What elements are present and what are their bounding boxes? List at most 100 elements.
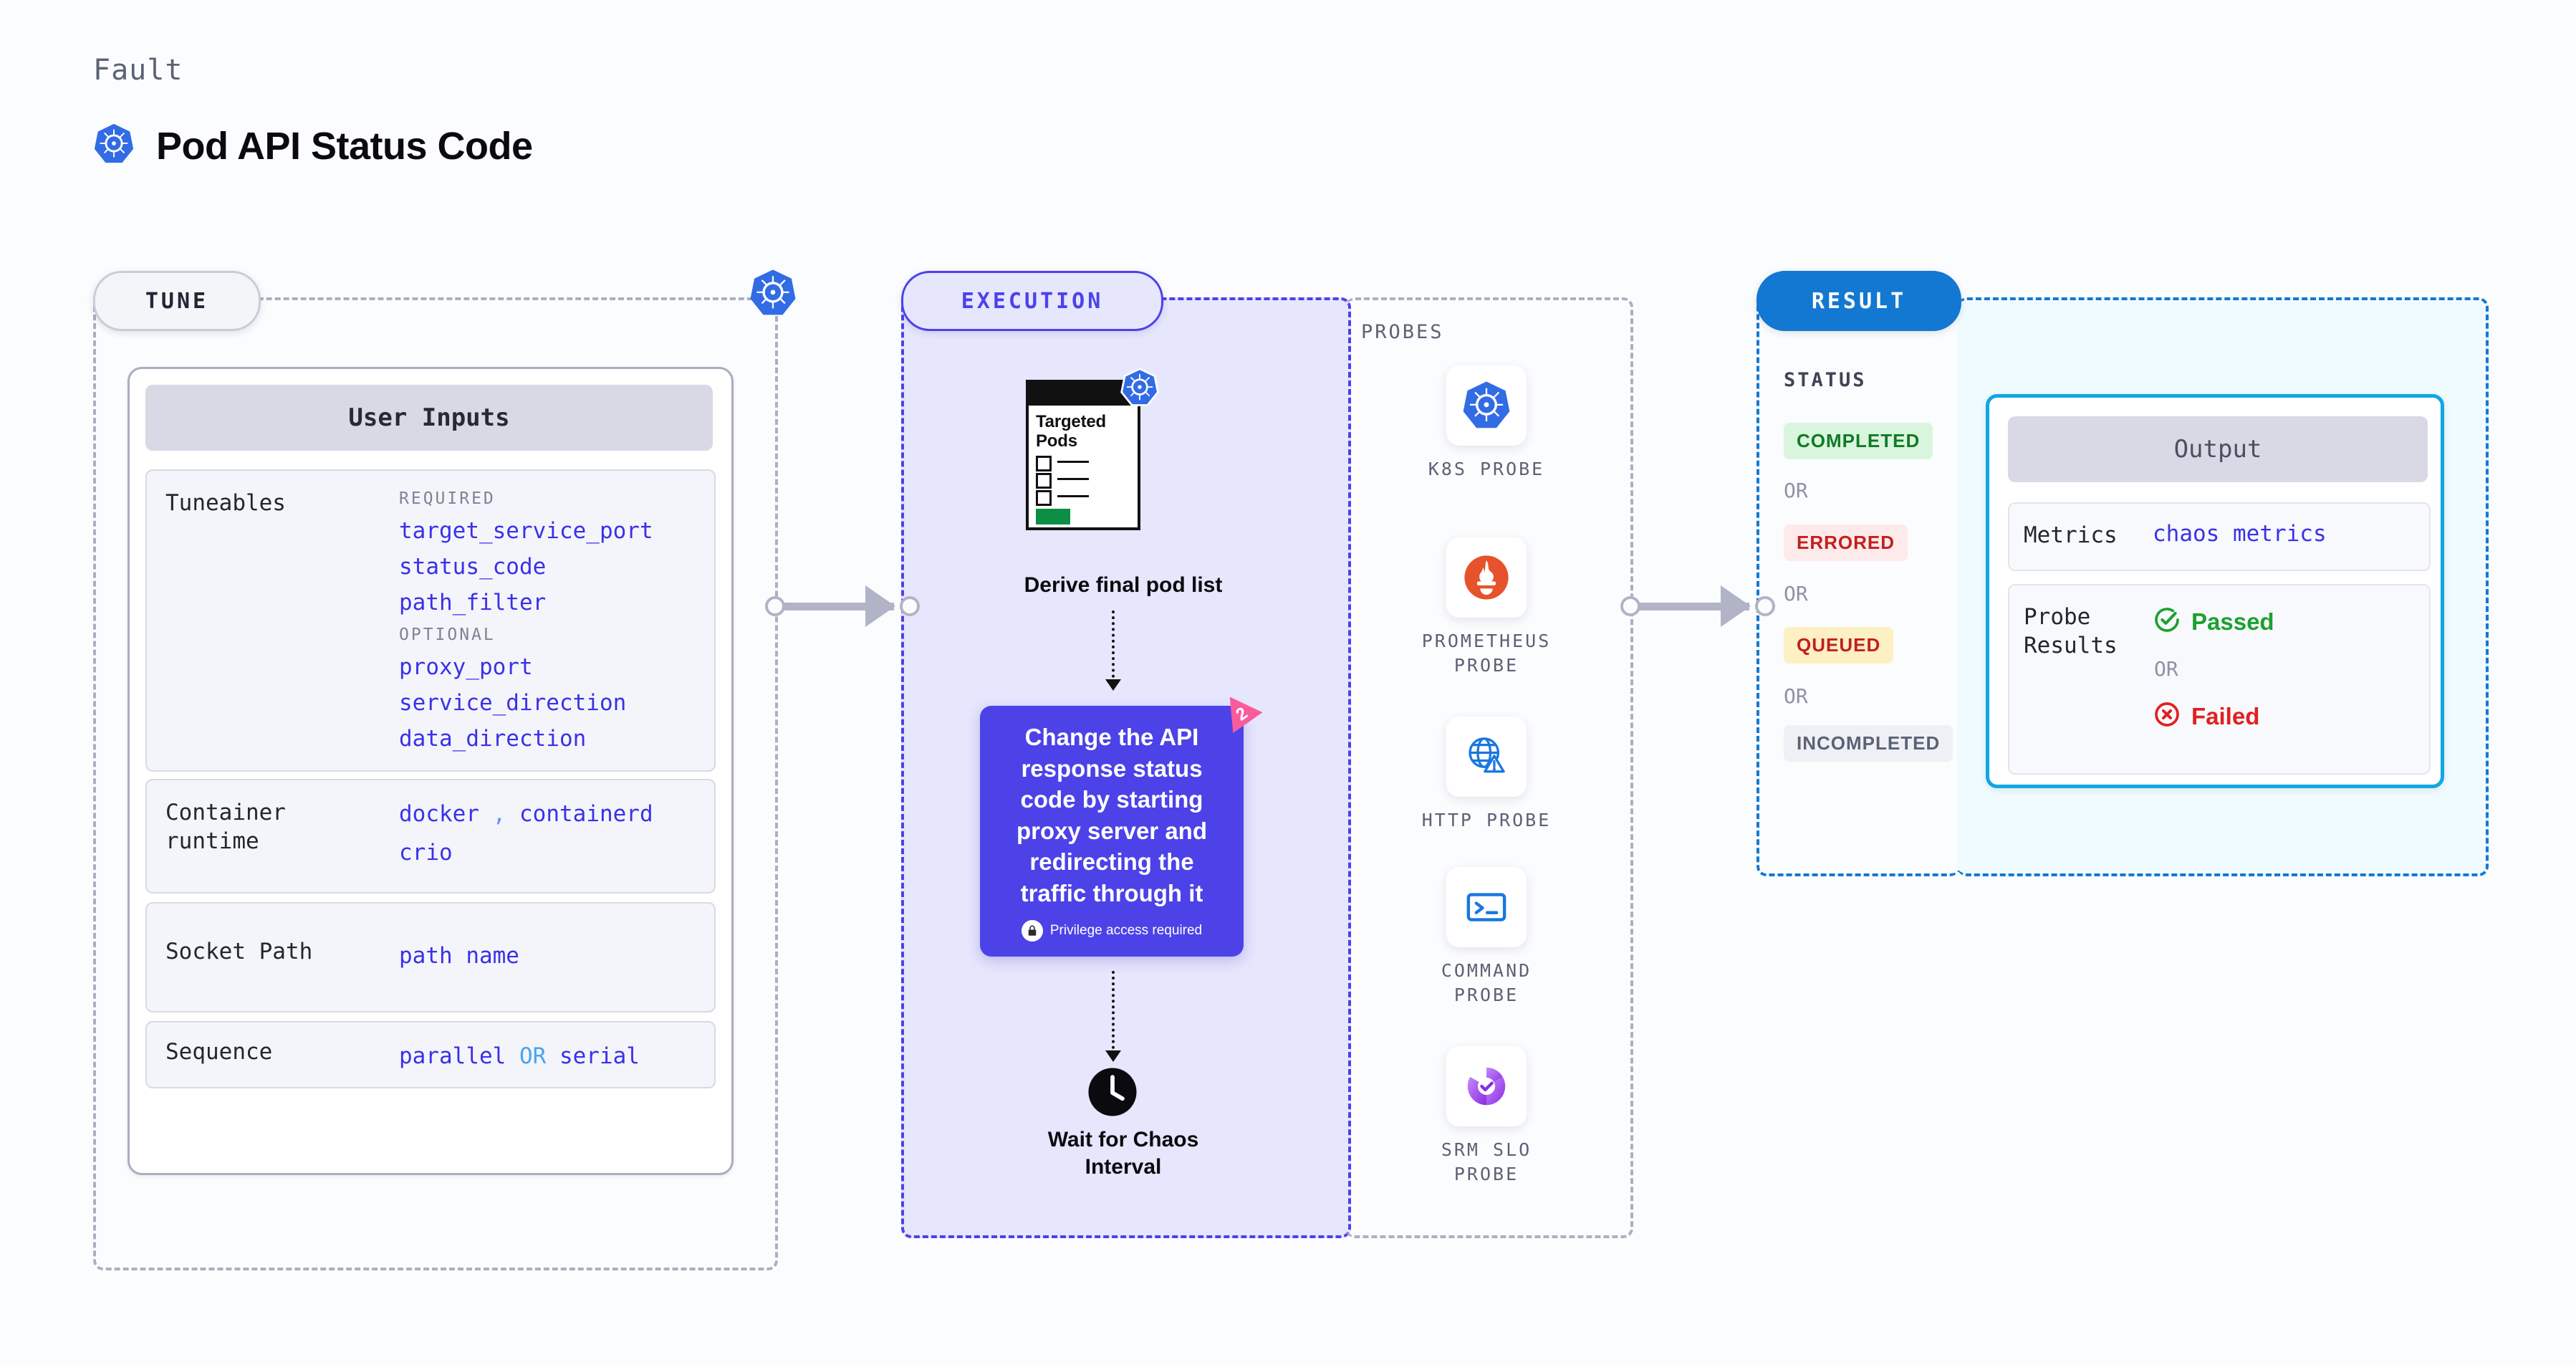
page-title: Pod API Status Code <box>156 124 533 168</box>
derive-final-pod-list-caption: Derive final pod list <box>1024 573 1223 597</box>
status-or-separator: OR <box>1784 684 1808 708</box>
connector-tune-to-execution <box>765 585 920 627</box>
pod-list-item <box>1036 456 1122 471</box>
sequence-parallel[interactable]: parallel <box>399 1043 506 1069</box>
tuneable-target-service-port[interactable]: target_service_port <box>399 518 653 544</box>
runtime-docker[interactable]: docker <box>399 801 479 827</box>
probe-result-failed: Failed <box>2153 700 2259 732</box>
prometheus-icon <box>1446 537 1527 618</box>
optional-label: OPTIONAL <box>399 626 496 644</box>
container-runtime-key-line1: Container <box>165 800 286 825</box>
socket-path-key: Socket Path <box>165 939 313 964</box>
clock-icon <box>1086 1065 1139 1119</box>
probe-result-failed-label: Failed <box>2191 702 2260 729</box>
chaos-action-card: Change the API response status code by s… <box>980 706 1244 957</box>
kubernetes-icon <box>92 122 136 170</box>
probe-result-or-separator: OR <box>2154 657 2178 681</box>
flow-arrow-down-2 <box>1105 971 1121 1062</box>
probes-section-label: PROBES <box>1361 321 1444 343</box>
probe-results-key-line2: Results <box>2024 633 2118 659</box>
sequence-serial[interactable]: serial <box>559 1043 640 1069</box>
status-section-label: STATUS <box>1784 369 1867 391</box>
container-runtime-box: Container runtime docker , containerd cr… <box>145 779 716 894</box>
status-badge-queued: QUEUED <box>1784 627 1894 664</box>
output-title: Output <box>2008 416 2428 482</box>
tuneable-data-direction[interactable]: data_direction <box>399 726 587 752</box>
container-runtime-key: Container runtime <box>165 799 286 856</box>
output-card: Output Metrics chaos metrics Probe Resul… <box>1986 394 2444 788</box>
status-badge-completed: COMPLETED <box>1784 423 1933 459</box>
user-inputs-title: User Inputs <box>145 385 713 451</box>
connector-execution-to-result <box>1620 585 1775 627</box>
socket-path-value[interactable]: path name <box>399 943 519 969</box>
probe-command[interactable]: COMMAND PROBE <box>1400 867 1572 1007</box>
probe-result-passed-label: Passed <box>2191 608 2274 635</box>
probe-srm-slo[interactable]: SRM SLO PROBE <box>1400 1046 1572 1187</box>
targeted-pods-document: Targeted Pods <box>1026 380 1140 530</box>
probe-label-k8s: K8S PROBE <box>1428 459 1545 479</box>
wait-for-chaos-interval-caption: Wait for Chaos Interval <box>930 1126 1317 1180</box>
stage-pill-execution[interactable]: EXECUTION <box>901 271 1163 331</box>
check-circle-icon <box>2153 605 2181 638</box>
required-label: REQUIRED <box>399 489 496 508</box>
sequence-values: parallel OR serial <box>399 1038 640 1075</box>
probe-k8s[interactable]: K8S PROBE <box>1400 365 1572 482</box>
tuneables-box: Tuneables REQUIRED target_service_port s… <box>145 469 716 772</box>
kubernetes-icon <box>1446 365 1527 446</box>
status-or-separator: OR <box>1784 479 1808 502</box>
tuneable-service-direction[interactable]: service_direction <box>399 690 627 716</box>
x-circle-icon <box>2153 700 2181 732</box>
sequence-box: Sequence parallel OR serial <box>145 1021 716 1088</box>
probe-label-http: HTTP PROBE <box>1421 810 1552 830</box>
status-badge-incompleted: INCOMPLETED <box>1784 725 1953 762</box>
probe-label-command-line2: PROBE <box>1453 984 1519 1005</box>
status-badge-errored: ERRORED <box>1784 525 1908 561</box>
privilege-access-label: Privilege access required <box>1049 923 1203 939</box>
probe-prometheus[interactable]: PROMETHEUS PROBE <box>1400 537 1572 678</box>
pod-list-item <box>1036 490 1122 506</box>
fault-title-row: Pod API Status Code <box>92 122 533 170</box>
terminal-icon <box>1446 867 1527 947</box>
sequence-key: Sequence <box>165 1039 273 1065</box>
wait-caption-line1: Wait for Chaos <box>1047 1128 1199 1151</box>
tune-panel <box>93 297 778 1270</box>
metrics-value[interactable]: chaos metrics <box>2153 521 2327 547</box>
tuneables-values: REQUIRED target_service_port status_code… <box>399 485 700 762</box>
probe-label-srm-slo-line1: SRM SLO <box>1441 1139 1532 1160</box>
probes-panel <box>1345 297 1633 1238</box>
probe-label-prometheus-line2: PROBE <box>1453 654 1519 676</box>
kubernetes-icon <box>1119 367 1160 408</box>
metrics-key: Metrics <box>2024 522 2118 548</box>
targeted-pods-title-line1: Targeted <box>1036 412 1106 431</box>
probe-results-key-line1: Probe <box>2024 604 2091 630</box>
tuneable-status-code[interactable]: status_code <box>399 554 547 580</box>
probe-results-box: Probe Results Passed OR Failed <box>2008 584 2431 775</box>
runtime-containerd[interactable]: containerd <box>519 801 653 827</box>
runtime-crio[interactable]: crio <box>399 840 453 866</box>
tuneable-path-filter[interactable]: path_filter <box>399 590 547 616</box>
targeted-pods-title-line2: Pods <box>1036 431 1077 451</box>
pod-status-bar <box>1036 509 1070 525</box>
privilege-access-note: Privilege access required <box>1021 920 1203 942</box>
socket-path-box: Socket Path path name <box>145 902 716 1012</box>
chaos-action-text: Change the API response status code by s… <box>1017 724 1207 906</box>
srm-slo-icon <box>1446 1046 1527 1126</box>
probe-http[interactable]: HTTP PROBE <box>1400 717 1572 833</box>
status-or-separator: OR <box>1784 582 1808 605</box>
probe-result-passed: Passed <box>2153 605 2274 638</box>
stage-pill-result[interactable]: RESULT <box>1756 271 1961 331</box>
runtime-separator: , <box>492 801 506 827</box>
wait-caption-line2: Interval <box>1085 1154 1162 1179</box>
sequence-or: OR <box>519 1043 547 1069</box>
flow-arrow-down-1 <box>1105 610 1121 691</box>
probe-label-command-line1: COMMAND <box>1441 960 1532 981</box>
metrics-box: Metrics chaos metrics <box>2008 502 2431 571</box>
globe-warning-icon <box>1446 717 1527 797</box>
container-runtime-key-line2: runtime <box>165 828 259 854</box>
kubernetes-icon <box>747 267 799 319</box>
lock-icon <box>1021 920 1043 942</box>
stage-pill-tune[interactable]: TUNE <box>93 271 261 331</box>
tuneable-proxy-port[interactable]: proxy_port <box>399 654 533 680</box>
probe-label-srm-slo-line2: PROBE <box>1453 1163 1519 1184</box>
probe-label-prometheus-line1: PROMETHEUS <box>1421 631 1552 651</box>
